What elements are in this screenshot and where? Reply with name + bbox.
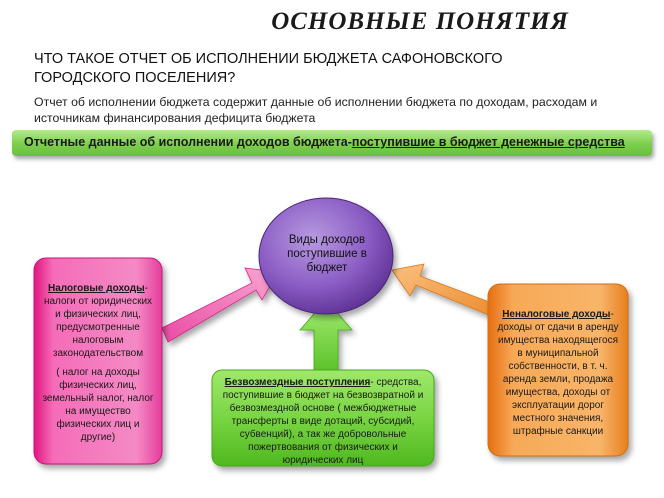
nontax-box (487, 283, 629, 457)
tax-text: Налоговые доходы- налоги от юридических … (40, 282, 156, 444)
gratuitous-head: Безвозмездные поступления (224, 377, 371, 388)
nontax-text: Неналоговые доходы- доходы от сдачи в ар… (494, 308, 622, 438)
banner-underlined: поступившие в бюджет денежные средства (351, 135, 625, 149)
page-title: ОСНОВНЫЕ ПОНЯТИЯ (271, 8, 569, 35)
center-circle (258, 197, 394, 315)
arrow-nontax-to-center (391, 263, 501, 319)
tax-body: - налоги от юридических и физических лиц… (43, 283, 153, 359)
nontax-head: Неналоговые доходы (502, 309, 611, 320)
center-label: Виды доходов поступившие в бюджет (287, 234, 367, 274)
tax-box (33, 257, 163, 465)
arrow-tax-to-center (161, 267, 279, 343)
report-description: Отчет об исполнении бюджета содержит дан… (34, 95, 598, 125)
arrow-gratuitous-to-center (299, 299, 353, 373)
summary-banner-text: Отчетные данные об исполнении доходов бю… (24, 135, 644, 149)
banner-prefix: Отчетные данные об исполнении доходов бю… (24, 135, 352, 149)
summary-banner: Отчетные данные об исполнении доходов бю… (12, 130, 652, 156)
tax-note: ( налог на доходы физических лиц, земель… (42, 367, 154, 443)
gratuitous-box (211, 369, 435, 467)
question-heading: ЧТО ТАКОЕ ОТЧЕТ ОБ ИСПОЛНЕНИИ БЮДЖЕТА СА… (34, 51, 503, 86)
gratuitous-text: Безвозмездные поступления- средства, пос… (220, 376, 426, 467)
gratuitous-body: - средства, поступившие в бюджет на безв… (222, 377, 424, 466)
nontax-body: - доходы от сдачи в аренду имущества нах… (497, 309, 619, 437)
tax-head: Налоговые доходы (47, 283, 145, 294)
